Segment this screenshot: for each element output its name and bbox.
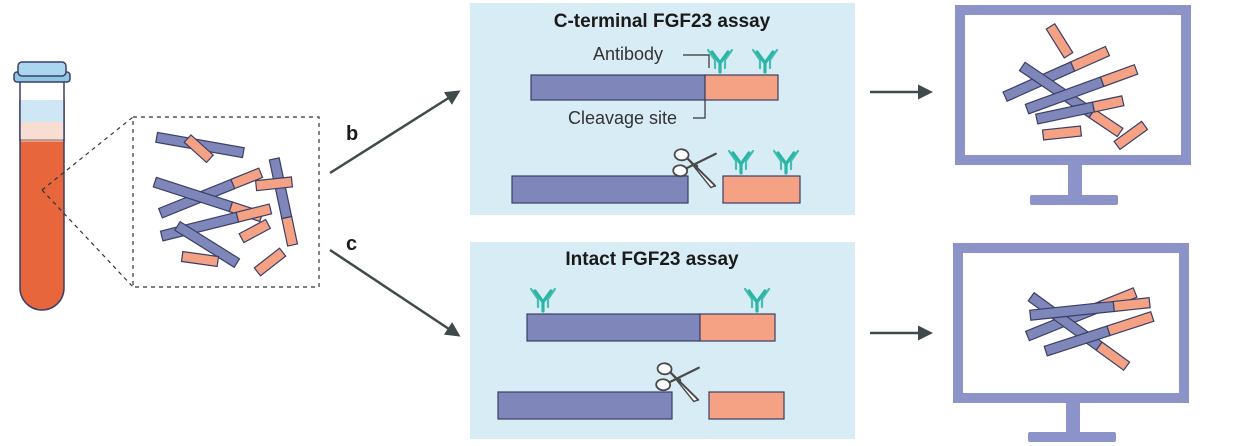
cleaved-n-terminal-fragment	[511, 175, 689, 204]
intact-assay-panel: Intact FGF23 assay	[470, 242, 855, 439]
cleaved-n-terminal-fragment	[497, 391, 673, 420]
detected-fragments-top	[1002, 22, 1149, 151]
c-terminal-assay-title: C-terminal FGF23 assay	[554, 11, 771, 32]
test-tube-icon	[13, 61, 71, 311]
monitor-icon	[955, 5, 1191, 205]
detected-fragments-bottom	[1024, 287, 1155, 372]
antibody-label: Antibody	[593, 44, 663, 64]
intact-fgf23-c-terminal	[699, 313, 776, 342]
cleavage-site-label: Cleavage site	[568, 108, 677, 128]
monitor-icon	[953, 243, 1189, 442]
c-terminal-assay-panel: C-terminal FGF23 assay Antibody Cleavage…	[470, 3, 855, 215]
sample-zoom-box	[132, 116, 320, 288]
cleaved-c-terminal-fragment	[722, 175, 801, 204]
route-arrows	[329, 84, 933, 341]
intact-fgf23-n-terminal	[526, 313, 701, 342]
intact-fgf23-n-terminal	[530, 74, 706, 101]
intact-assay-title: Intact FGF23 assay	[565, 249, 739, 270]
route-c-letter: c	[346, 233, 357, 255]
route-b-letter: b	[346, 123, 358, 145]
intact-fgf23-c-terminal	[704, 74, 779, 101]
zoom-lines	[41, 116, 134, 288]
cleaved-c-terminal-fragment	[708, 391, 785, 420]
